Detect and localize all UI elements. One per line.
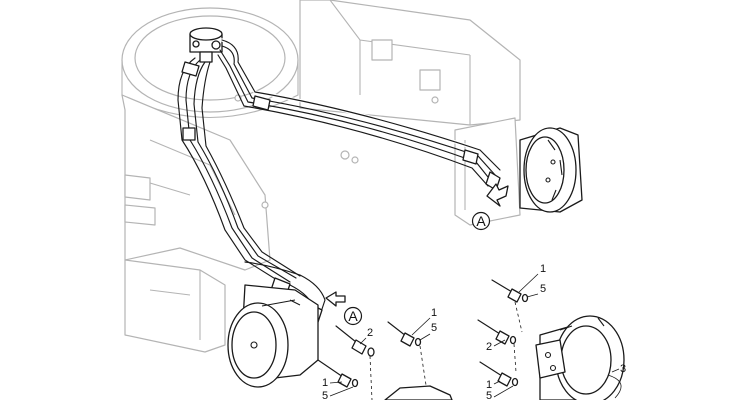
svg-text:3: 3 [620,363,626,375]
svg-text:A: A [348,308,358,324]
svg-text:A: A [476,213,486,229]
detail-marker-upper: A [471,211,491,231]
detail-marker-lower: A [343,306,363,326]
svg-text:5: 5 [486,390,492,400]
exploded-detail-left: 2 1 5 1 5 [317,307,453,400]
svg-text:5: 5 [322,390,328,400]
travel-motor-left [227,284,319,388]
travel-motor-detail [535,315,625,400]
svg-text:5: 5 [431,322,437,334]
view-arrow-upper [486,183,509,207]
svg-text:1: 1 [431,307,437,319]
svg-text:2: 2 [367,327,373,339]
view-arrow-lower [325,291,346,307]
svg-text:5: 5 [540,283,546,295]
svg-text:1: 1 [322,377,328,389]
svg-text:1: 1 [540,263,546,275]
travel-motor-right [519,127,583,213]
rotary-joint [189,27,223,63]
exploded-detail-right: 1 5 2 1 5 3 [477,263,626,400]
svg-text:1: 1 [486,379,492,391]
chassis-frame-ghost [121,0,521,353]
svg-text:2: 2 [486,341,492,353]
